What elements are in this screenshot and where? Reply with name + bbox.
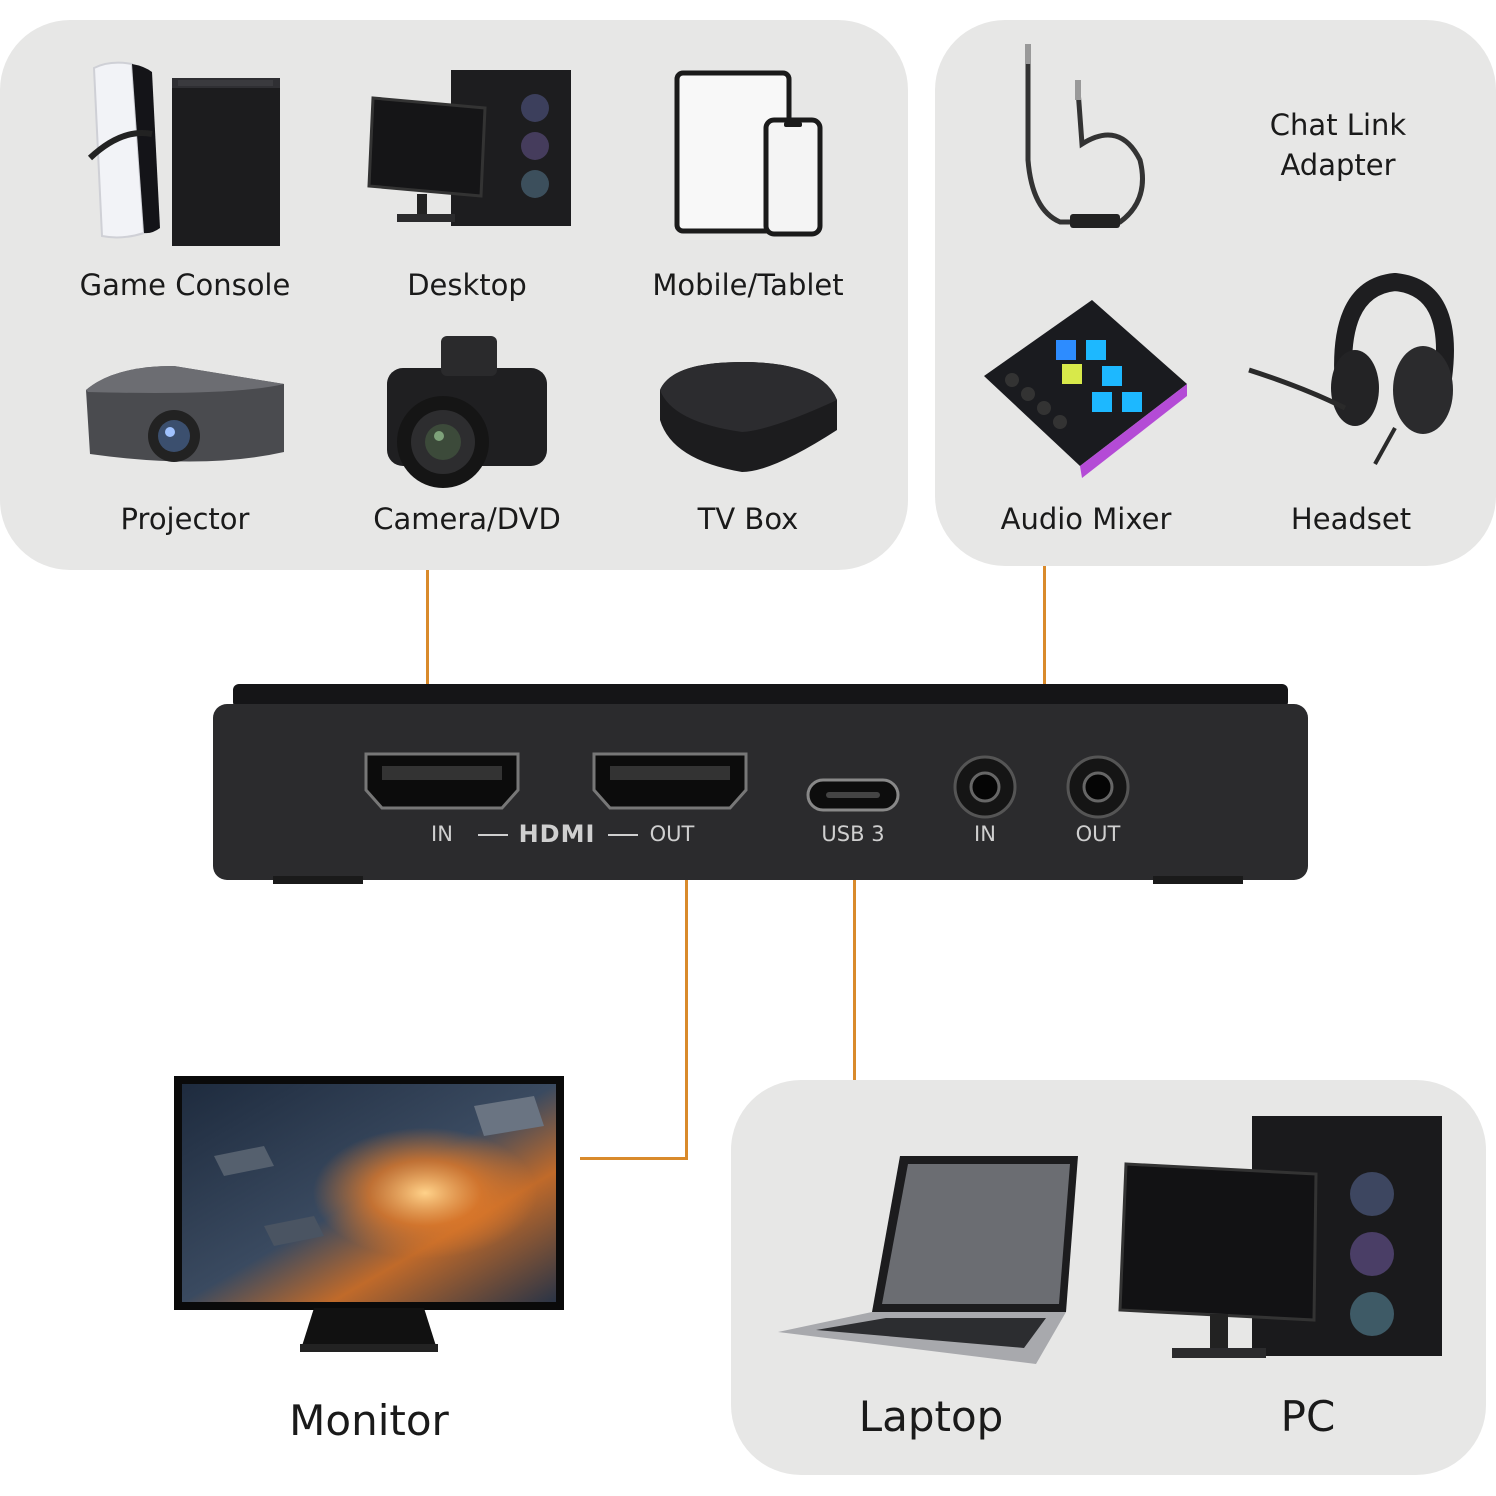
audio-mixer-label: Audio Mixer — [1000, 502, 1172, 536]
tv-box-label: TV Box — [697, 502, 799, 536]
audio-out-label: OUT — [1075, 822, 1121, 846]
projector-icon — [84, 362, 289, 482]
headset-label: Headset — [1290, 502, 1412, 536]
usb-to-computers-line — [853, 865, 856, 1080]
usb-c-port — [806, 778, 900, 812]
hdmi-in-port — [362, 750, 522, 812]
game-console-icon — [82, 58, 282, 248]
audio-in-label: IN — [974, 822, 996, 846]
monitor-label: Monitor — [289, 1396, 449, 1445]
camera-icon — [385, 332, 550, 492]
laptop-icon — [776, 1152, 1081, 1367]
desktop-label: Desktop — [407, 268, 527, 302]
mobile-tablet-icon — [674, 70, 824, 237]
headset-icon — [1245, 268, 1454, 468]
hdmi-logo-right-rule — [608, 834, 638, 836]
hdmi-logo: HDMI — [518, 820, 596, 848]
source-to-hdmi-in-line — [426, 570, 429, 736]
hdmi-logo-left-rule — [478, 834, 508, 836]
hdmi-out-to-monitor-horizontal — [580, 1157, 688, 1160]
audio-out-jack — [1066, 755, 1130, 819]
audio-to-jack-line — [1043, 566, 1046, 702]
hdmi-out-label: OUT — [649, 822, 695, 846]
monitor-icon — [174, 1076, 564, 1356]
chat-link-label-line2: Adapter — [1280, 148, 1396, 182]
mobile-tablet-label: Mobile/Tablet — [652, 268, 844, 302]
desktop-icon — [365, 68, 575, 233]
pc-label: PC — [1280, 1392, 1336, 1441]
chat-link-adapter-icon — [1000, 40, 1160, 240]
capture-box — [213, 684, 1308, 884]
audio-mixer-icon — [982, 296, 1192, 478]
pc-icon — [1116, 1114, 1446, 1364]
audio-in-jack — [953, 755, 1017, 819]
usb-label: USB 3 — [821, 822, 885, 846]
camera-dvd-label: Camera/DVD — [373, 502, 561, 536]
chat-link-label-line1: Chat Link — [1269, 108, 1407, 142]
hdmi-out-to-monitor-vertical — [685, 865, 688, 1160]
hdmi-in-label: IN — [431, 822, 453, 846]
hdmi-out-port — [590, 750, 750, 812]
projector-label: Projector — [120, 502, 250, 536]
laptop-label: Laptop — [858, 1392, 1004, 1441]
game-console-label: Game Console — [79, 268, 291, 302]
tv-box-icon — [652, 360, 847, 475]
